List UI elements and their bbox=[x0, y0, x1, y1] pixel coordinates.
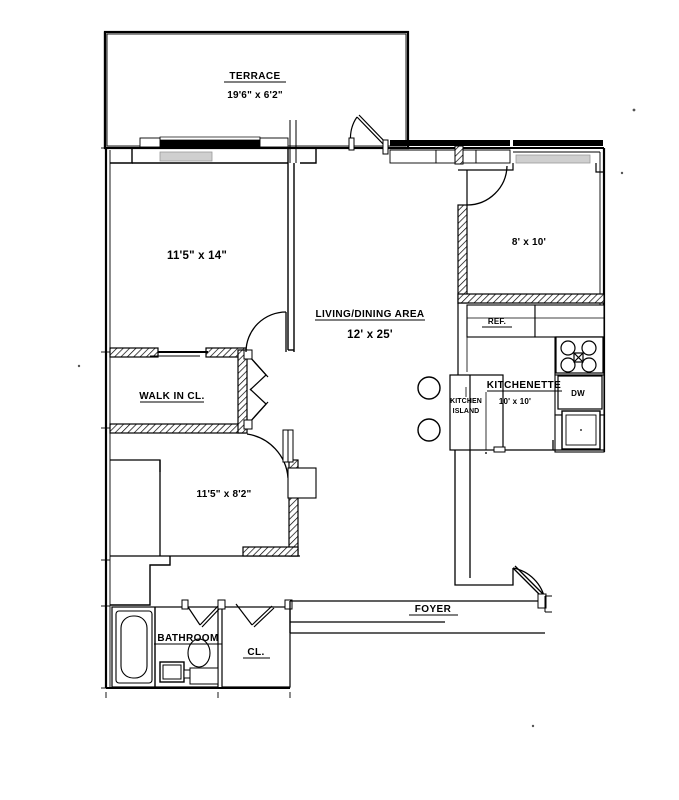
label-dishwasher: DW bbox=[571, 389, 585, 398]
dimension-ticks bbox=[101, 147, 291, 698]
terrace-outline bbox=[103, 30, 410, 150]
bedroom-second-door bbox=[246, 433, 289, 479]
terrace-door-jamb-2 bbox=[382, 139, 389, 155]
scan-artifacts bbox=[77, 108, 636, 728]
bedroom-small-door bbox=[466, 165, 508, 206]
sink bbox=[189, 667, 219, 685]
bedroom-main-walls bbox=[110, 148, 317, 352]
entry-door-jamb bbox=[537, 593, 547, 609]
label-bathroom: BATHROOM bbox=[157, 633, 218, 644]
toilet bbox=[187, 638, 211, 668]
kitchen-island bbox=[449, 374, 504, 451]
bedroom-small-wall-stub bbox=[454, 145, 464, 165]
island-stools bbox=[417, 376, 441, 442]
kitchen-partition-walls bbox=[454, 392, 604, 586]
wall-break-lines bbox=[289, 120, 297, 163]
lower-cabinet bbox=[561, 410, 601, 450]
bedroom-main-window bbox=[139, 136, 289, 162]
label-terrace-dimensions: 19'6" x 6'2" bbox=[227, 90, 283, 101]
terrace-door-jamb bbox=[348, 137, 355, 151]
living-window-left bbox=[389, 140, 511, 164]
bedroom-small-walls bbox=[457, 163, 605, 304]
closet-door-jamb-1 bbox=[243, 349, 253, 360]
label-kitchen-island-line1: KITCHEN bbox=[450, 398, 482, 405]
foyer-walls bbox=[289, 600, 545, 634]
bedroom-second-hatched-wall bbox=[242, 459, 299, 557]
bedroom-main-door bbox=[245, 311, 287, 353]
bathroom-door-jamb bbox=[181, 599, 189, 610]
label-bedroom-small-dimensions: 8' x 10' bbox=[512, 237, 546, 248]
vanity bbox=[159, 661, 191, 683]
bedroom-second-closet-nook bbox=[287, 467, 317, 499]
label-refrigerator: REF. bbox=[488, 317, 506, 326]
bathtub bbox=[115, 610, 153, 684]
label-bedroom-second-dimensions: 11'5" x 8'2" bbox=[196, 489, 251, 500]
stove-cooktop bbox=[555, 336, 604, 374]
closet-door bbox=[235, 603, 275, 628]
label-kitchenette-dimensions: 10' x 10' bbox=[499, 397, 531, 406]
label-terrace: TERRACE bbox=[229, 71, 280, 82]
label-kitchenette: KITCHENETTE bbox=[487, 380, 561, 391]
label-kitchen-island-line2: ISLAND bbox=[453, 408, 480, 415]
label-bedroom-main-dimensions: 11'5" x 14" bbox=[167, 250, 227, 262]
label-walk-in-closet: WALK IN CL. bbox=[139, 391, 205, 402]
label-foyer: FOYER bbox=[415, 604, 452, 615]
dishwasher bbox=[557, 375, 603, 410]
closet-door-jamb-b bbox=[284, 599, 293, 610]
label-living-dining-dimensions: 12' x 25' bbox=[347, 329, 393, 341]
closet-door-jamb-2 bbox=[243, 419, 253, 430]
kitchen-counter-notch bbox=[493, 446, 506, 453]
label-living-dining: LIVING/DINING AREA bbox=[315, 309, 424, 320]
label-closet-hall: CL. bbox=[247, 647, 264, 658]
bedroom-small-window bbox=[513, 140, 603, 164]
walk-in-closet-walls bbox=[109, 347, 248, 434]
closet-door-jamb-a bbox=[217, 599, 226, 610]
bathroom-walls bbox=[110, 556, 219, 688]
